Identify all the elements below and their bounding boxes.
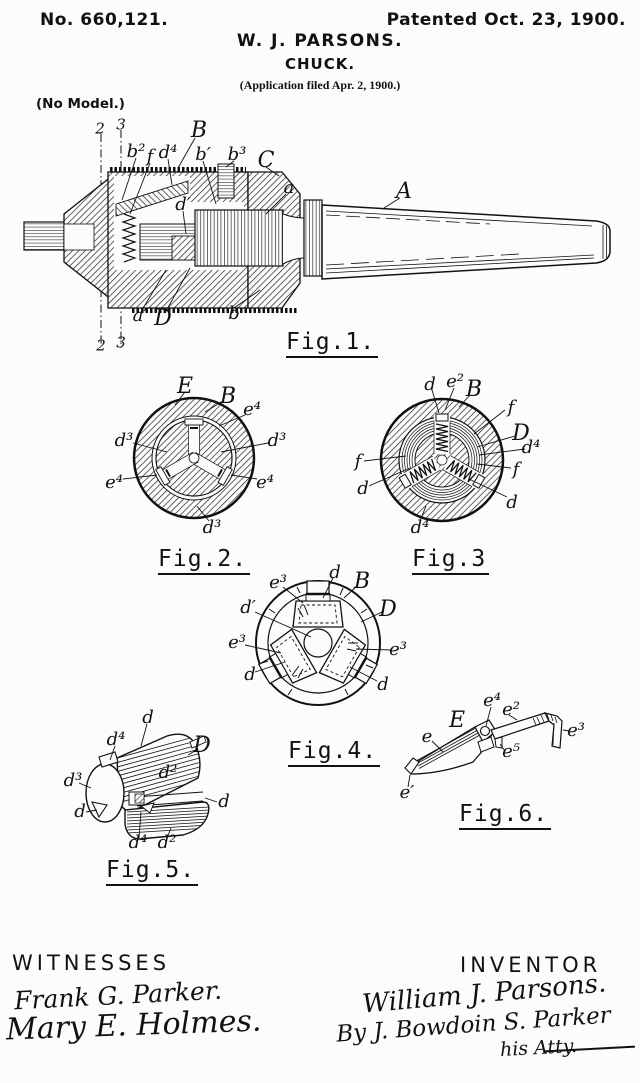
- fig4-caption: Fig.4.: [288, 740, 381, 767]
- part-label: B: [465, 377, 483, 402]
- patent-date: Patented Oct. 23, 1900.: [386, 10, 626, 30]
- part-label: e⁴: [243, 399, 261, 420]
- part-label: d⁴: [128, 832, 148, 853]
- inventor-name-heading: W. J. PARSONS.: [236, 31, 404, 51]
- fig4-drawing: [244, 577, 392, 706]
- part-label: d: [244, 664, 256, 685]
- part-label: 2: [96, 336, 106, 355]
- application-line: (Application filed Apr. 2, 1900.): [239, 78, 401, 92]
- invention-title: CHUCK.: [284, 55, 356, 73]
- part-label: d: [142, 707, 154, 728]
- part-label: A: [396, 179, 412, 204]
- part-label: E: [448, 708, 466, 733]
- part-label: e²: [446, 371, 464, 392]
- part-label: b′: [195, 144, 211, 165]
- part-label: D: [379, 597, 397, 622]
- part-label: E: [176, 374, 194, 399]
- part-label: e⁴: [483, 690, 501, 711]
- part-label: a: [283, 177, 295, 198]
- part-label: D: [512, 421, 530, 446]
- part-label: d′: [175, 194, 191, 215]
- part-label: d³: [202, 517, 222, 538]
- part-label: d: [74, 801, 86, 822]
- part-label: d: [357, 478, 369, 499]
- fig3-drawing: [363, 387, 526, 523]
- part-label: D: [154, 306, 172, 331]
- fig4-leader-lines: [244, 577, 392, 682]
- part-label: d³: [114, 430, 134, 451]
- witnesses-label: WITNESSES: [12, 951, 171, 975]
- part-label: D: [193, 733, 211, 758]
- fig1-leader-lines: [121, 137, 401, 314]
- part-label: C: [257, 148, 275, 173]
- fig1-drawing: [23, 130, 611, 348]
- part-label: d⁴: [158, 142, 178, 163]
- part-label: f: [354, 451, 362, 472]
- part-label: 2: [95, 119, 105, 138]
- part-label: e³: [269, 572, 287, 593]
- part-label: b²: [126, 141, 146, 162]
- fig3-leader-lines: [363, 387, 526, 522]
- fig2-leader-lines: [122, 391, 269, 522]
- part-label: d: [329, 562, 341, 583]
- part-label: d: [218, 791, 230, 812]
- part-label: b: [228, 303, 240, 324]
- inventor-label: INVENTOR: [460, 953, 602, 977]
- part-label: a′: [132, 305, 148, 326]
- patent-number: No. 660,121.: [40, 10, 169, 30]
- part-label: B: [353, 569, 371, 594]
- attorney-title: his Atty.: [499, 1034, 578, 1062]
- witness-signature: Mary E. Holmes.: [5, 1003, 262, 1048]
- fig2-caption: Fig.2.: [158, 548, 251, 575]
- fig6-caption: Fig.6.: [459, 803, 552, 830]
- fig3-caption: Fig.3: [412, 548, 490, 575]
- part-label: e³: [389, 639, 407, 660]
- part-label: e³: [567, 720, 585, 741]
- part-label: e⁴: [256, 472, 274, 493]
- part-label: b³: [227, 144, 247, 165]
- part-label: e⁵: [502, 741, 520, 762]
- part-label: d⁴: [106, 729, 126, 750]
- fig2-drawing: [122, 391, 269, 522]
- fig4-shading-ticks: [261, 586, 374, 696]
- part-label: f: [512, 459, 520, 480]
- fig5-caption: Fig.5.: [106, 859, 199, 886]
- part-label: d³: [63, 770, 83, 791]
- part-label: e³: [228, 632, 246, 653]
- fig1-caption: Fig.1.: [286, 331, 379, 358]
- fig5-drawing: [78, 723, 218, 840]
- part-label: e: [421, 726, 433, 747]
- part-label: e′: [399, 782, 415, 803]
- part-label: d²: [158, 762, 178, 783]
- no-model-note: (No Model.): [36, 96, 125, 112]
- fig5-leader-lines: [78, 723, 218, 839]
- part-label: d′: [240, 597, 256, 618]
- fig6-drawing: [404, 706, 571, 788]
- part-label: 3: [116, 115, 126, 134]
- part-label: f: [507, 397, 515, 418]
- part-label: d³: [267, 430, 287, 451]
- part-label: f: [146, 146, 154, 167]
- part-label: d⁴: [410, 517, 430, 538]
- part-label: e²: [502, 699, 520, 720]
- part-label: 3: [116, 333, 126, 352]
- part-label: d: [424, 374, 436, 395]
- part-label: d⁴: [521, 437, 541, 458]
- part-label: d: [377, 674, 389, 695]
- part-label: d: [506, 492, 518, 513]
- part-label: d²: [157, 832, 177, 853]
- fig6-leader-lines: [407, 706, 571, 788]
- part-label: B: [219, 384, 237, 409]
- part-label: B: [190, 118, 208, 143]
- part-label: e⁴: [105, 472, 123, 493]
